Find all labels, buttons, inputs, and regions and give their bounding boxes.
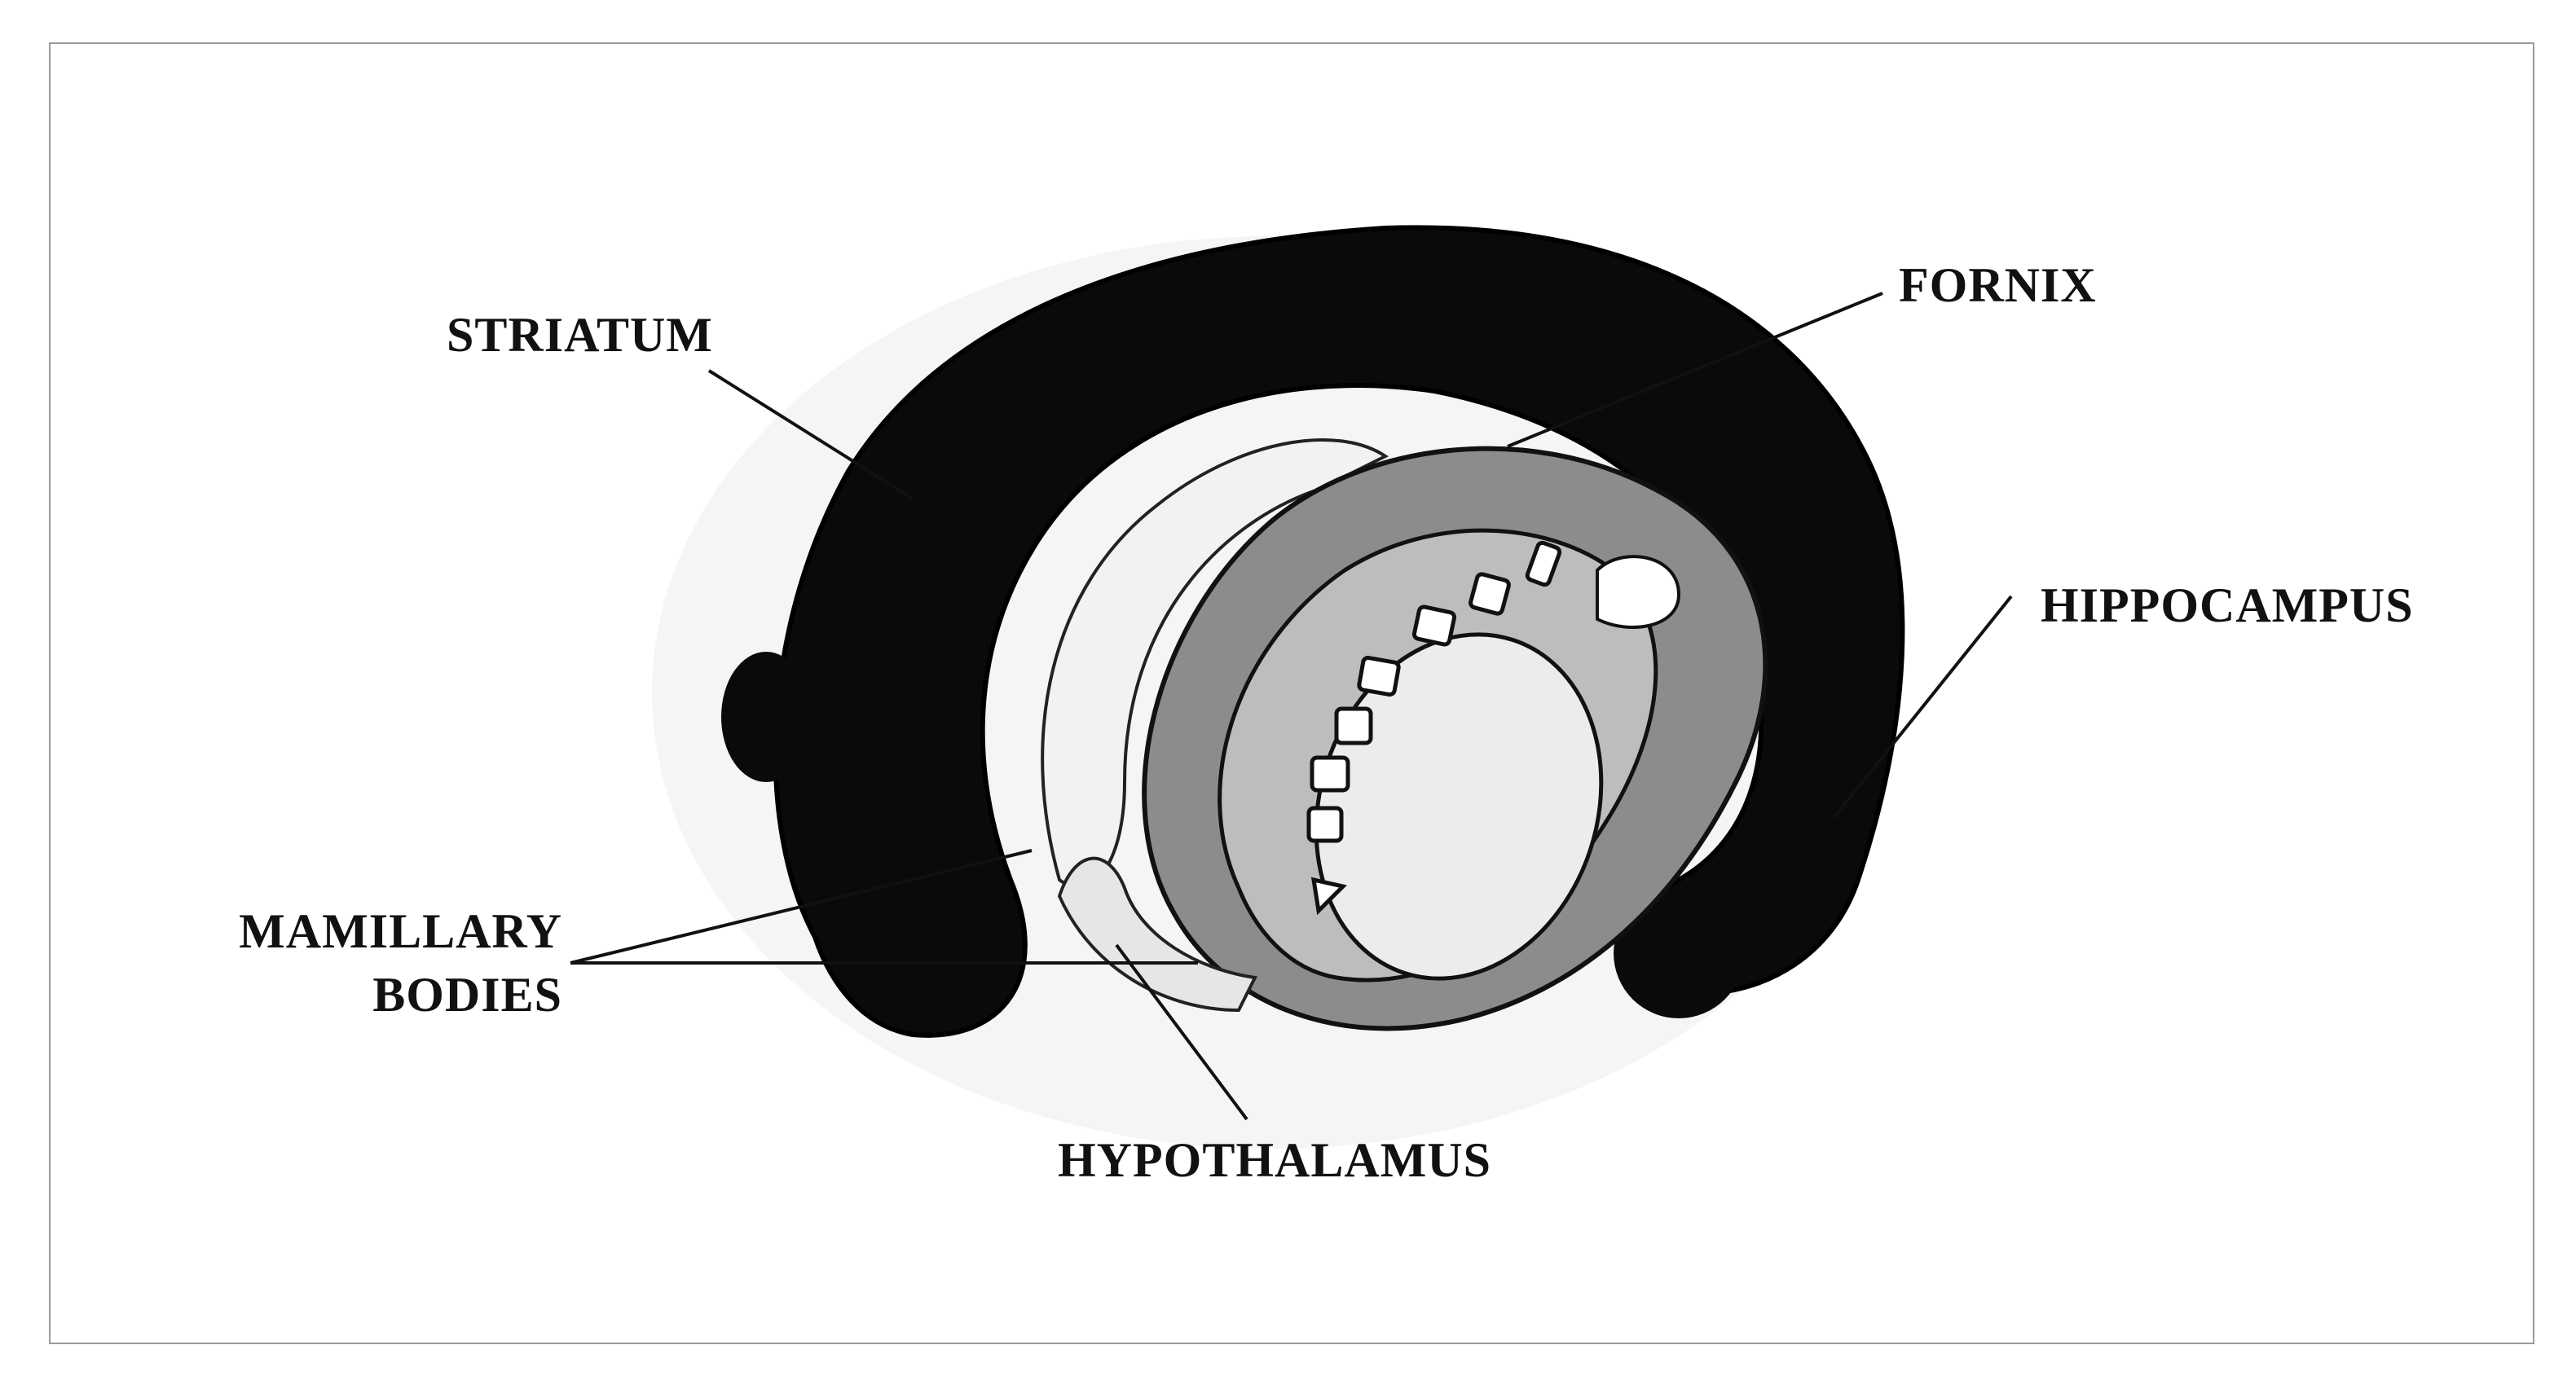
striatum-left-bulb (721, 652, 811, 782)
label-hippocampus: HIPPOCAMPUS (2041, 578, 2414, 632)
hypothalamus-shape (1057, 856, 1258, 1013)
label-hypothalamus: HYPOTHALAMUS (1058, 1133, 1492, 1187)
thalamic-nuclei (1306, 540, 1562, 916)
mamillary-leader-1 (570, 849, 1033, 965)
striatum-leader (707, 369, 914, 500)
hippocampus-bulb (1614, 888, 1744, 1018)
inner-band (1041, 438, 1389, 889)
label-striatum: STRIATUM (447, 308, 713, 362)
leader-lines (570, 292, 2013, 1121)
hypothalamus-leader (1115, 943, 1248, 1121)
fornix-leader (1507, 292, 1883, 448)
label-mamillary-bodies: MAMILLARY BODIES (204, 899, 562, 1026)
label-mamillary-line2: BODIES (372, 968, 562, 1022)
hippocampus-leader (1832, 595, 2013, 820)
label-fornix: FORNIX (1899, 258, 2097, 312)
label-mamillary-line1: MAMILLARY (239, 904, 562, 958)
fornix-notch (1596, 555, 1681, 629)
